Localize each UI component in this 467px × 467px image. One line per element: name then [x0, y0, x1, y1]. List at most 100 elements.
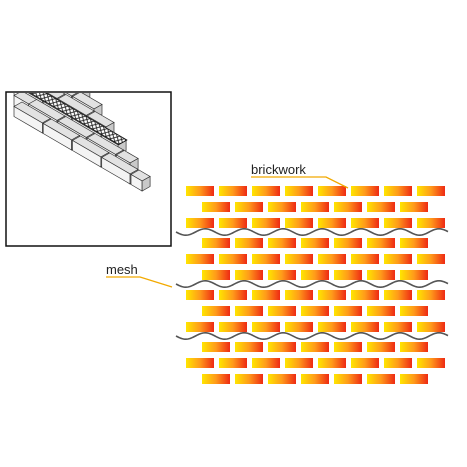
inset-brick-face	[29, 38, 57, 65]
brick	[252, 254, 280, 264]
brick	[351, 254, 379, 264]
brick	[400, 270, 428, 280]
brick	[235, 342, 263, 352]
brick	[367, 306, 395, 316]
mesh-layers	[175, 227, 449, 340]
inset-brick-face	[14, 47, 50, 68]
inset-brick-face	[46, 33, 54, 48]
brick	[202, 342, 230, 352]
brick	[351, 322, 379, 332]
brick	[334, 306, 362, 316]
brick	[268, 306, 296, 316]
brick	[235, 202, 263, 212]
inset-brick-face	[58, 73, 90, 92]
inset-mesh-strip	[29, 93, 128, 145]
brick	[334, 374, 362, 384]
brick	[417, 218, 445, 228]
brick	[417, 186, 445, 196]
inset-brick-face	[43, 31, 54, 37]
brickwork-wall	[186, 186, 445, 384]
brick	[219, 186, 247, 196]
inset-illustration	[5, 8, 172, 247]
brick	[252, 218, 280, 228]
brickwork-leader-line	[251, 176, 349, 189]
brickwork-label: brickwork	[251, 162, 306, 177]
brick	[268, 270, 296, 280]
brick	[202, 374, 230, 384]
brick	[235, 270, 263, 280]
inset-brick-face	[29, 12, 42, 20]
inset-brick-face	[29, 56, 65, 77]
brick	[252, 290, 280, 300]
inset-brick-face	[70, 69, 78, 84]
inset-brick-face	[14, 69, 50, 90]
inset-brick-face	[14, 58, 50, 79]
inset-brick-face	[14, 19, 42, 46]
brick	[285, 290, 313, 300]
inset-brick-face	[14, 30, 42, 57]
inset-brick-face	[42, 75, 50, 90]
inset-brick-face	[14, 14, 50, 35]
brick	[417, 322, 445, 332]
brick	[202, 270, 230, 280]
brick	[186, 322, 214, 332]
brick	[268, 202, 296, 212]
inset-mesh-strip	[14, 13, 55, 37]
brick	[367, 238, 395, 248]
brick	[186, 254, 214, 264]
inset-brick-face	[34, 15, 42, 30]
brick	[367, 270, 395, 280]
brick	[268, 342, 296, 352]
brick	[268, 238, 296, 248]
brick	[285, 254, 313, 264]
brick	[301, 270, 329, 280]
brick	[202, 306, 230, 316]
brick	[301, 238, 329, 248]
inset-brick-face	[14, 36, 50, 57]
inset-mesh-strip	[14, 46, 91, 91]
brick	[384, 290, 412, 300]
brick	[367, 374, 395, 384]
brick	[252, 358, 280, 368]
brick	[318, 290, 346, 300]
inset-brick-face	[14, 52, 42, 79]
inset-brick-face	[43, 58, 70, 84]
brick	[367, 202, 395, 212]
mesh-label: mesh	[106, 262, 138, 277]
brick	[334, 270, 362, 280]
inset-brick-face	[14, 8, 34, 30]
brick	[384, 322, 412, 332]
brick	[252, 322, 280, 332]
inset-brick-face	[29, 60, 57, 87]
inset-brick-face	[42, 53, 50, 68]
brick	[351, 358, 379, 368]
brick	[219, 322, 247, 332]
inset-brick-face	[29, 34, 65, 55]
mesh-leader-line	[106, 276, 173, 288]
inset-brick-face	[57, 50, 65, 65]
brick	[285, 186, 313, 196]
brick	[400, 202, 428, 212]
brick	[235, 374, 263, 384]
brick	[400, 238, 428, 248]
isometric-stepped-brick-wall-with-mesh-icon	[13, 8, 151, 192]
brick	[384, 186, 412, 196]
brick	[301, 202, 329, 212]
inset-brick-face	[43, 36, 46, 48]
brickwork-callout: brickwork	[251, 162, 349, 189]
brick	[334, 202, 362, 212]
brick	[400, 342, 428, 352]
brick	[301, 306, 329, 316]
inset-brick-face	[57, 72, 65, 87]
brick	[318, 358, 346, 368]
mesh-line	[175, 227, 449, 236]
brick	[219, 290, 247, 300]
brick	[351, 290, 379, 300]
brick	[235, 306, 263, 316]
brick	[186, 186, 214, 196]
brick	[384, 218, 412, 228]
brick	[351, 186, 379, 196]
brick	[351, 218, 379, 228]
brick	[219, 358, 247, 368]
